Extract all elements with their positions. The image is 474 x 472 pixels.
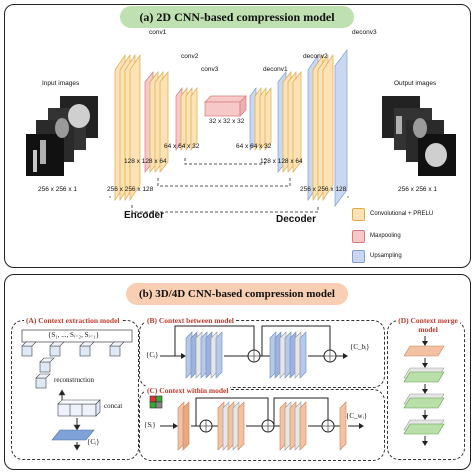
- context-between-output: {C_bᵢ}: [350, 343, 370, 351]
- context-extraction-graphic: [22, 330, 132, 450]
- reconstruction-label: reconstruction: [54, 376, 94, 384]
- context-within-output: {C_wᵢ}: [346, 412, 367, 420]
- context-between-graphic: [160, 326, 348, 378]
- concat-label: concat: [104, 402, 122, 410]
- context-sequence-label: {S₁, ..., Sᵢ₋₂, Sᵢ₋₁}: [48, 331, 99, 339]
- context-merge-graphic: [404, 336, 444, 446]
- context-extraction-output: {Cᵢ}: [87, 438, 100, 446]
- context-within-graphic: [150, 396, 364, 450]
- context-within-input: {Sᵢ}: [144, 421, 156, 429]
- context-between-input: {Cᵢ}: [146, 351, 159, 359]
